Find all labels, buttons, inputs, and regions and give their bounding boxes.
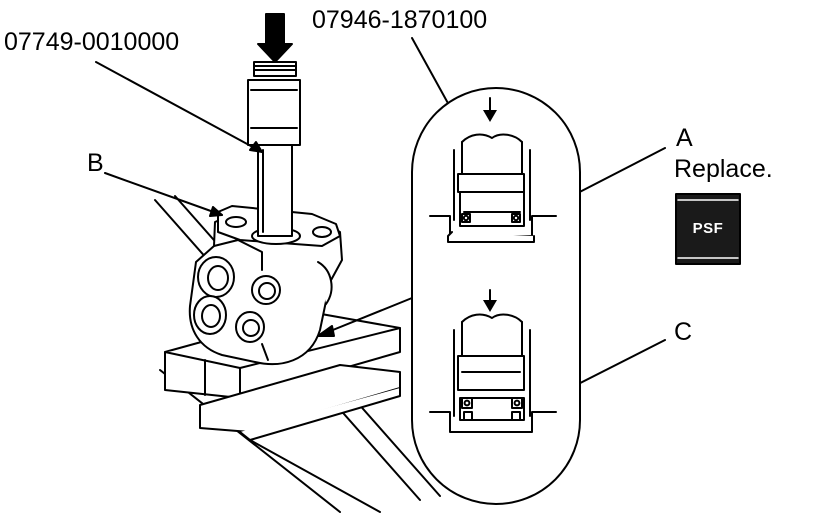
psf-badge-icon — [675, 193, 741, 265]
callout-label-c: C — [674, 318, 693, 346]
psf-badge-label: PSF — [692, 220, 724, 237]
callout-label-a: A — [676, 124, 693, 152]
valve-body — [188, 205, 343, 366]
detail-lower — [429, 289, 557, 433]
tool-number-driver: 07749-0010000 — [4, 28, 180, 56]
callout-label-b: B — [87, 149, 104, 177]
tool-number-attachment: 07946-1870100 — [312, 6, 488, 34]
detail-upper — [429, 97, 557, 243]
callout-note-replace: Replace. — [674, 155, 773, 183]
driver-shaft — [247, 13, 301, 237]
